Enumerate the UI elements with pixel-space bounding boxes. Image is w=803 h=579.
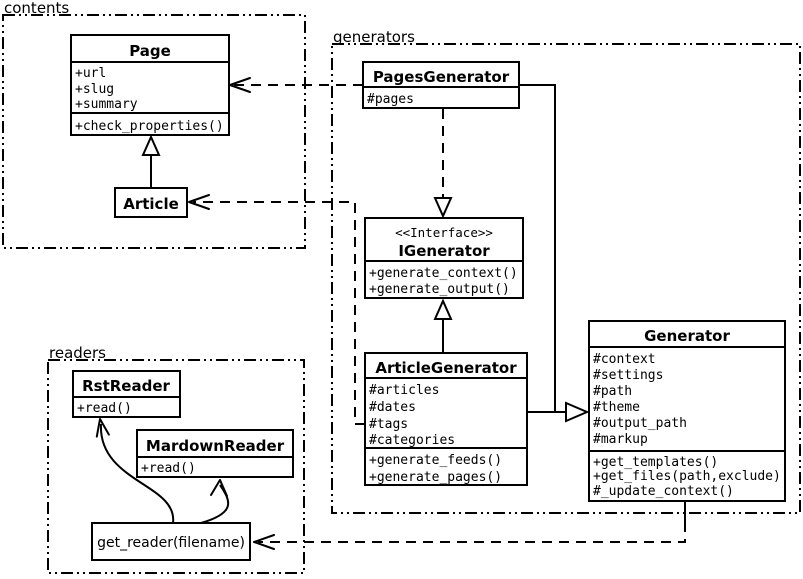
class-igenerator-title: IGenerator bbox=[398, 242, 490, 260]
dependency-generator-to-getreader bbox=[253, 501, 686, 550]
class-igenerator: <<Interface>> IGenerator +generate_conte… bbox=[364, 217, 524, 299]
class-page: Page +url +slug +summary +check_properti… bbox=[70, 34, 230, 136]
class-mardownreader-title: MardownReader bbox=[146, 437, 285, 455]
package-contents-border bbox=[2, 14, 306, 249]
dependency-pagesgenerator-to-page bbox=[229, 77, 363, 93]
inheritance-triangle bbox=[141, 134, 161, 156]
class-generator-attr: #theme bbox=[593, 400, 640, 415]
class-mardownreader-box bbox=[136, 429, 294, 478]
inheritance-triangle bbox=[565, 401, 590, 423]
class-igenerator-method: +generate_output() bbox=[369, 282, 510, 297]
class-generator-method: +get_files(path,exclude) bbox=[593, 469, 781, 484]
class-generator-attr: #path bbox=[593, 384, 632, 399]
package-readers-border bbox=[47, 359, 305, 574]
inheritance-article-to-page bbox=[141, 134, 161, 188]
class-rstreader: RstReader +read() bbox=[72, 370, 181, 418]
dependency-articlegenerator-to-article bbox=[188, 194, 365, 425]
class-rstreader-box bbox=[72, 370, 181, 418]
class-igenerator-stereotype: <<Interface>> bbox=[395, 225, 493, 240]
class-articlegenerator-attr: #articles bbox=[369, 383, 439, 398]
class-page-box bbox=[70, 34, 230, 136]
class-article: Article bbox=[114, 187, 188, 218]
class-page-attr: +url bbox=[75, 66, 106, 81]
arrow-getreader-to-rstreader bbox=[95, 418, 175, 524]
open-arrowhead bbox=[229, 77, 251, 93]
inheritance-generators-to-generator bbox=[519, 84, 590, 423]
realization-triangle bbox=[433, 197, 453, 219]
class-page-attr: +slug bbox=[75, 82, 114, 97]
class-igenerator-method: +generate_context() bbox=[369, 266, 518, 281]
node-get-reader: get_reader(filename) bbox=[91, 522, 251, 561]
class-generator-box bbox=[588, 320, 786, 502]
package-contents-label: contents bbox=[4, 0, 69, 17]
package-readers-label: readers bbox=[49, 344, 106, 362]
class-mardownreader: MardownReader +read() bbox=[136, 429, 294, 478]
package-generators-label: generators bbox=[333, 28, 415, 46]
class-generator-method: #_update_context() bbox=[593, 484, 734, 499]
class-articlegenerator-attr: #tags bbox=[369, 417, 408, 432]
package-generators-border bbox=[331, 43, 801, 514]
class-generator-attr: #settings bbox=[593, 368, 663, 383]
class-rstreader-method: +read() bbox=[77, 401, 132, 416]
class-mardownreader-method: +read() bbox=[141, 461, 196, 476]
package-generators: generators bbox=[331, 28, 801, 514]
class-generator: Generator #context #settings #path #them… bbox=[588, 320, 786, 502]
class-page-title: Page bbox=[129, 42, 171, 60]
realization-pagesgenerator-to-igenerator bbox=[433, 109, 453, 219]
class-igenerator-box bbox=[364, 217, 524, 299]
class-rstreader-title: RstReader bbox=[82, 377, 170, 395]
open-arrowhead bbox=[253, 534, 275, 550]
class-articlegenerator-attr: #dates bbox=[369, 400, 416, 415]
package-readers: readers bbox=[47, 344, 305, 574]
class-page-method: +check_properties() bbox=[75, 119, 224, 134]
class-articlegenerator-method: +generate_pages() bbox=[369, 470, 502, 485]
class-generator-method: +get_templates() bbox=[593, 455, 718, 470]
class-generator-attr: #output_path bbox=[593, 416, 687, 431]
class-generator-title: Generator bbox=[644, 327, 730, 345]
open-arrowhead bbox=[188, 194, 210, 210]
class-pagesgenerator-attr: #pages bbox=[367, 92, 414, 107]
class-pagesgenerator-title: PagesGenerator bbox=[373, 68, 510, 86]
arrow-getreader-to-mardownreader bbox=[200, 479, 230, 524]
package-contents: contents bbox=[2, 0, 306, 249]
class-articlegenerator-title: ArticleGenerator bbox=[375, 359, 517, 377]
class-articlegenerator-box bbox=[364, 352, 528, 486]
class-articlegenerator-attr: #categories bbox=[369, 433, 455, 448]
class-pagesgenerator: PagesGenerator #pages bbox=[362, 61, 520, 109]
node-get-reader-box bbox=[91, 522, 251, 561]
class-article-box bbox=[114, 187, 188, 218]
open-arrowhead bbox=[95, 418, 110, 438]
class-generator-attr: #markup bbox=[593, 432, 648, 447]
class-articlegenerator: ArticleGenerator #articles #dates #tags … bbox=[364, 352, 528, 486]
class-page-attr: +summary bbox=[75, 97, 138, 112]
open-arrowhead bbox=[210, 479, 228, 497]
class-generator-attr: #context bbox=[593, 352, 656, 367]
class-articlegenerator-method: +generate_feeds() bbox=[369, 453, 502, 468]
class-article-title: Article bbox=[123, 195, 179, 213]
node-get-reader-label: get_reader(filename) bbox=[97, 535, 245, 551]
class-pagesgenerator-box bbox=[362, 61, 520, 109]
inheritance-articlegenerator-to-igenerator bbox=[433, 298, 453, 353]
inheritance-triangle bbox=[433, 298, 453, 320]
